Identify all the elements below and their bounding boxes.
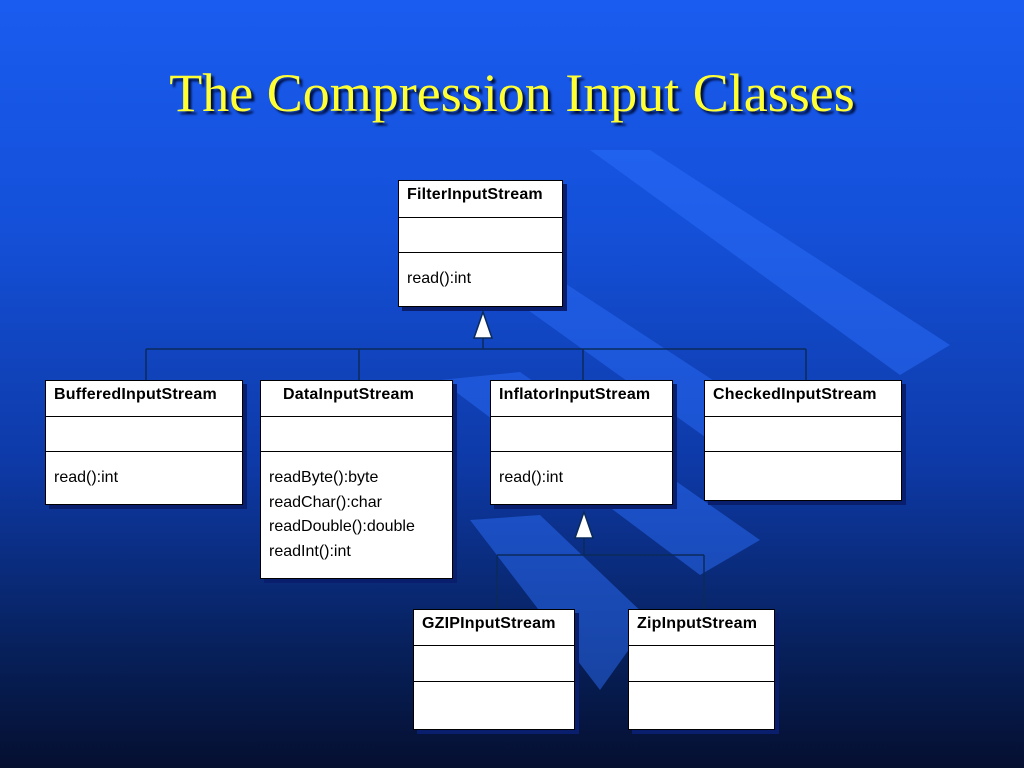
class-bufferedinputstream[interactable]: BufferedInputStream read():int [45, 380, 243, 505]
operations-compartment: read():int [491, 452, 672, 491]
operations-compartment [705, 452, 901, 500]
class-zipinputstream[interactable]: ZipInputStream [628, 609, 775, 730]
class-name: FilterInputStream [407, 186, 543, 203]
operations-compartment: read():int [46, 452, 242, 491]
generalization-arrow-filter [472, 309, 494, 339]
class-name: CheckedInputStream [713, 386, 877, 403]
operation: read():int [407, 270, 472, 287]
class-filterinputstream[interactable]: FilterInputStream read():int [398, 180, 563, 307]
attributes-compartment [399, 218, 562, 253]
operations-compartment [414, 682, 574, 729]
slide-title: The Compression Input Classes [169, 63, 855, 123]
class-name: GZIPInputStream [422, 615, 556, 632]
operation: read():int [499, 469, 564, 486]
attributes-compartment [261, 417, 452, 452]
attributes-compartment [46, 417, 242, 452]
class-inflatorinputstream[interactable]: InflatorInputStream read():int [490, 380, 673, 505]
generalization-arrow-inflator [573, 509, 595, 539]
attributes-compartment [414, 646, 574, 682]
class-name: BufferedInputStream [54, 386, 217, 403]
attributes-compartment [629, 646, 774, 682]
operations-compartment: read():int [399, 253, 562, 292]
class-name: ZipInputStream [637, 615, 758, 632]
operation: readDouble():double [269, 518, 415, 535]
operation: readByte():byte [269, 469, 379, 486]
class-datainputstream[interactable]: DataInputStream readByte():byte readChar… [260, 380, 453, 579]
operation: readChar():char [269, 493, 382, 511]
class-name: InflatorInputStream [499, 386, 651, 403]
operation: read():int [54, 469, 119, 486]
attributes-compartment [491, 417, 672, 452]
operations-compartment: readByte():byte readChar():char readDoub… [261, 452, 452, 564]
operations-compartment [629, 682, 774, 729]
class-gzipinputstream[interactable]: GZIPInputStream [413, 609, 575, 730]
class-name: DataInputStream [283, 386, 415, 403]
operation: readInt():int [269, 542, 351, 560]
attributes-compartment [705, 417, 901, 452]
class-checkedinputstream[interactable]: CheckedInputStream [704, 380, 902, 501]
